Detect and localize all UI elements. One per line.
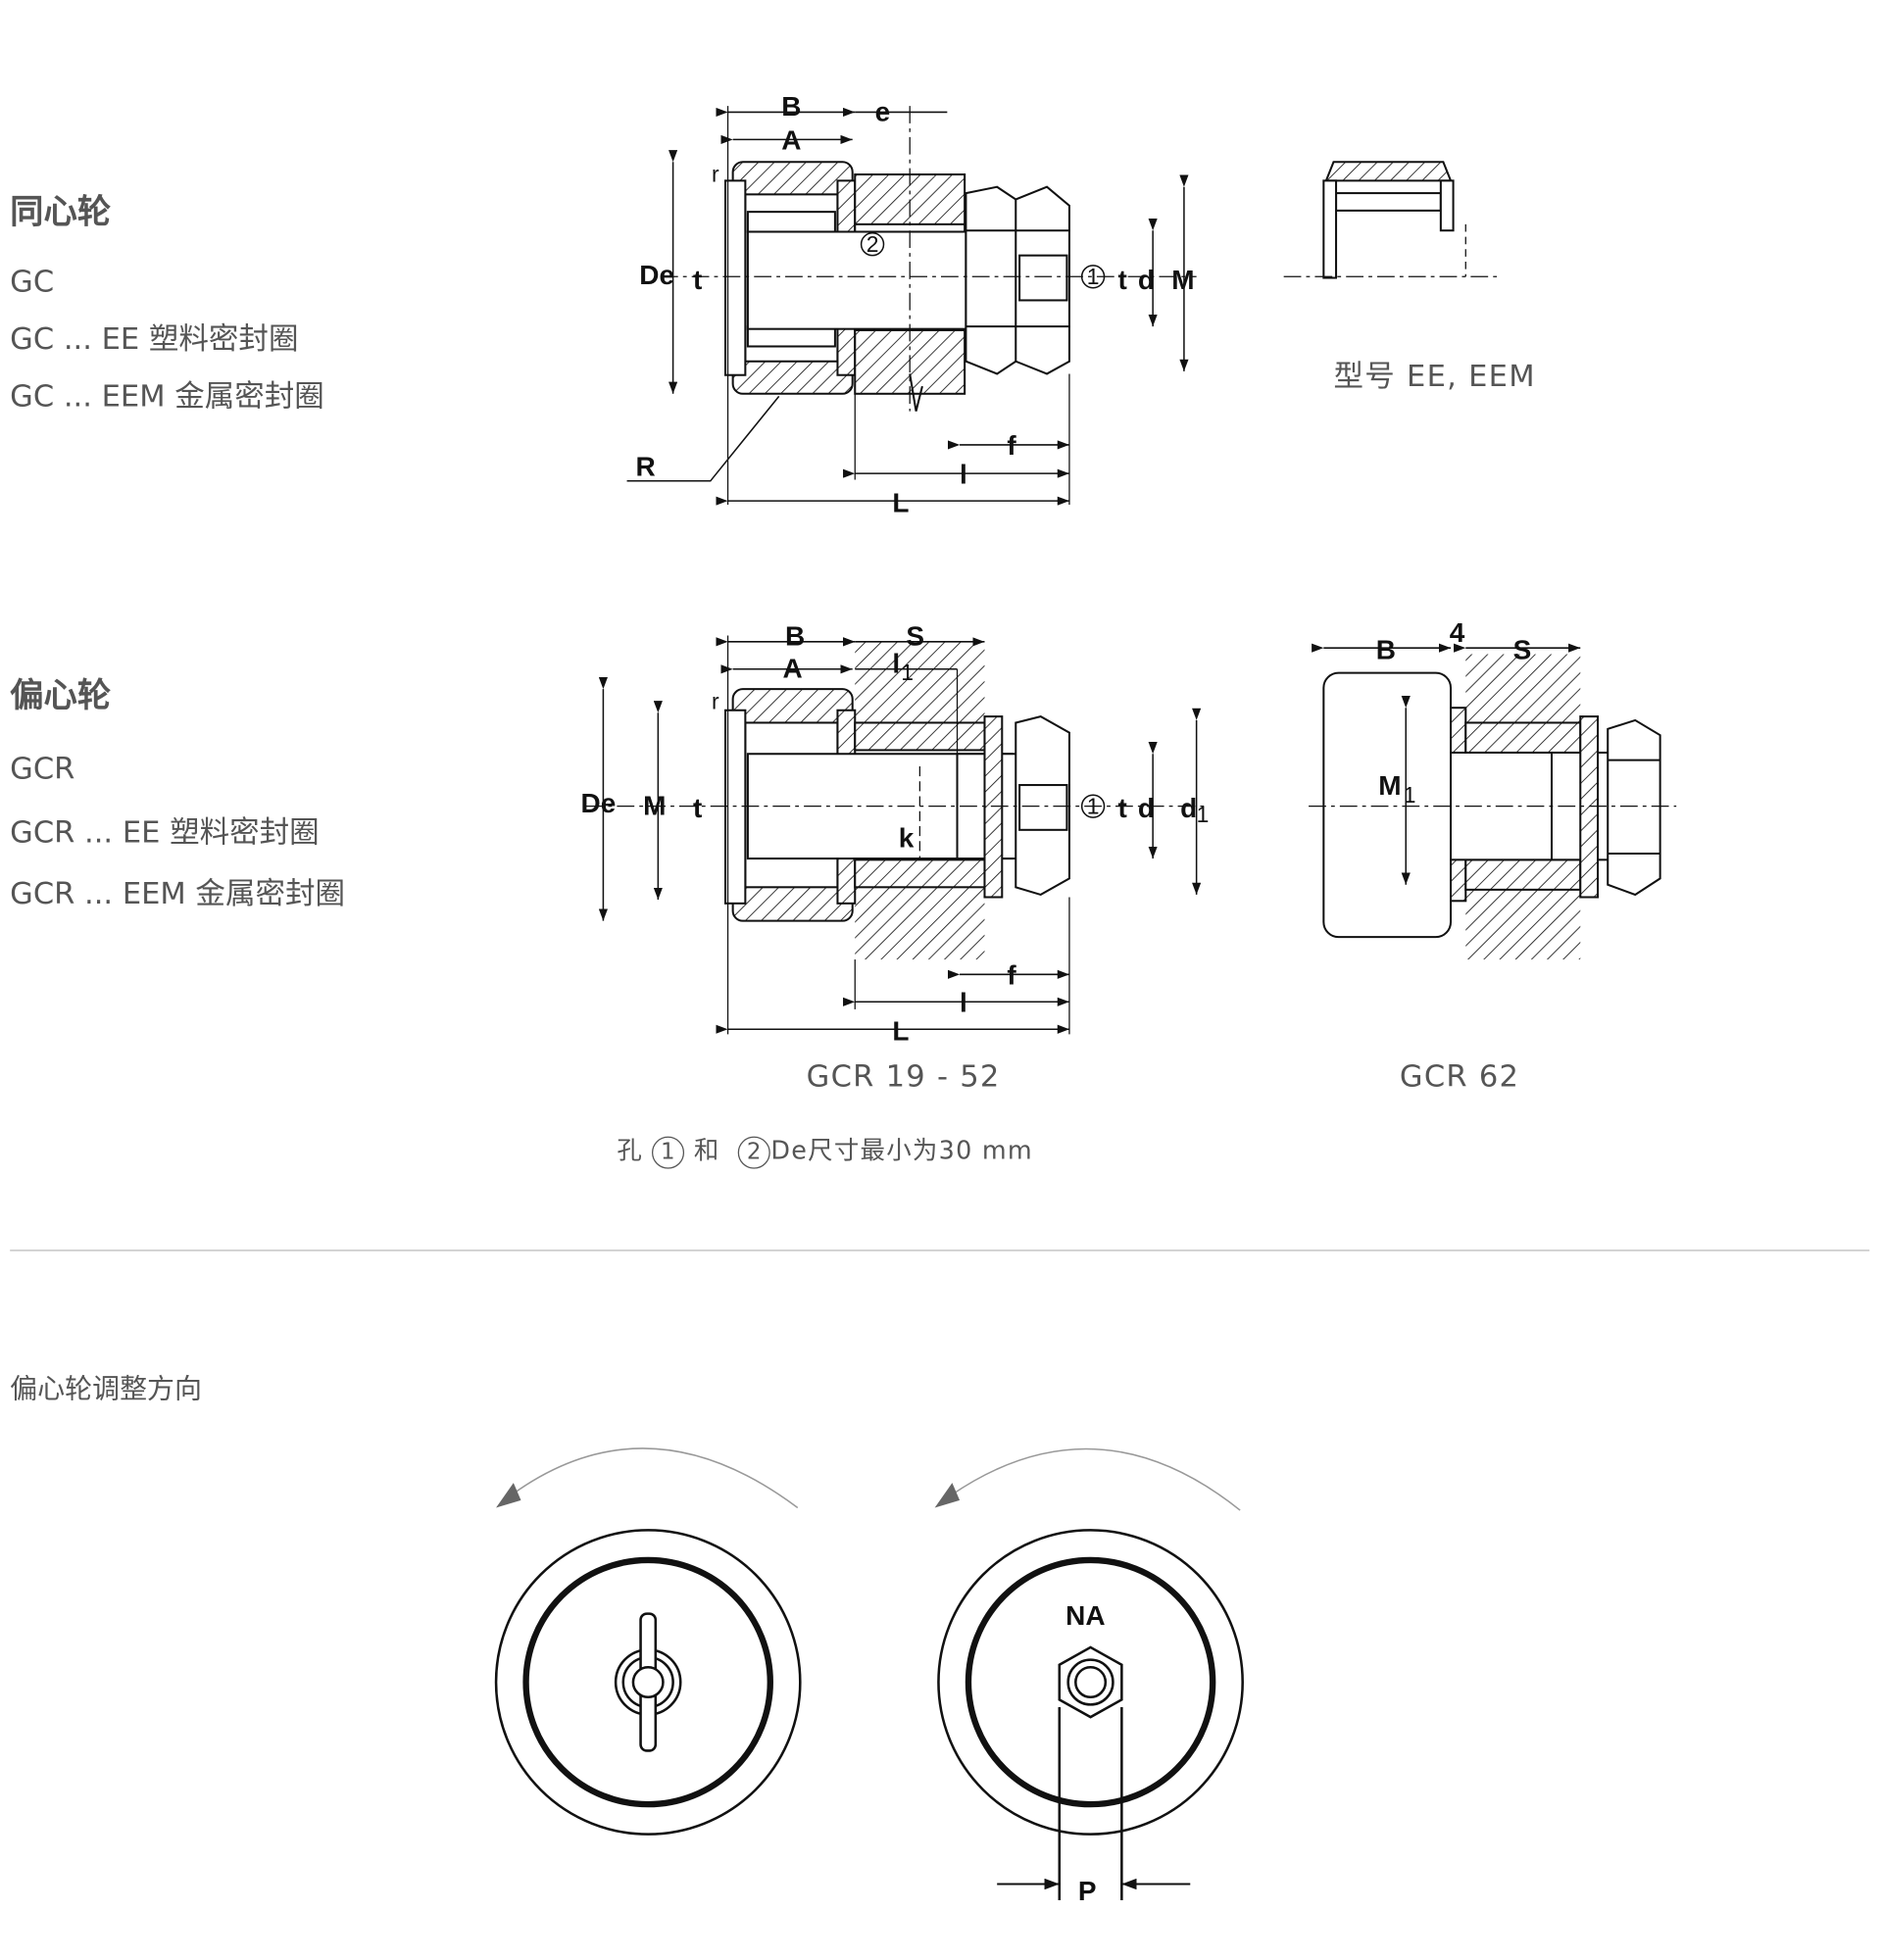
adjust-left-drawing [494,1447,802,1836]
dim-label-L: L [892,1016,909,1047]
eccentric-item: GCR ... EEM 金属密封圈 [10,875,346,911]
dim-label-de: De [639,260,674,290]
gcr62-drawing [1309,643,1677,960]
dim-label-d1: d [1180,793,1197,823]
dim-label-f: f [1007,959,1016,990]
dim-label-l: l [960,459,967,489]
eccentric-labels: B A S l 1 r De M t k 1 t d d 1 f l L [581,621,1210,1047]
rotate-arrow-icon [934,1483,961,1508]
dim-label-r: r [712,688,719,713]
dim-label-m: M [1171,265,1194,295]
adjust-title: 偏心轮调整方向 [10,1374,203,1406]
concentric-labels: B A e r De t 2 1 t d M R f l L [635,91,1194,517]
concentric-drawing [626,106,1197,506]
dim-label-b: B [785,621,805,652]
dim-label-m1: M [1378,770,1401,801]
hole-2-label: 2 [867,231,879,257]
eccentric-drawing [585,635,1210,1035]
dim-label-t: t [1118,265,1127,295]
dim-label-d1-sub: 1 [1197,802,1210,827]
dim-label-t: t [1118,793,1127,823]
dim-label-s: S [906,621,924,652]
dim-label-d: d [1138,793,1155,823]
note-text: 和 [693,1135,720,1165]
dim-label-e: e [875,96,891,126]
circled-number: 1 [652,1136,685,1169]
note-text: 孔 [617,1135,644,1165]
rotate-arrow-icon [496,1483,521,1508]
concentric-item: GC [10,264,55,300]
dim-label-l1-sub: 1 [901,660,914,685]
concentric-title: 同心轮 [10,193,112,232]
dim-label-t: t [693,793,702,823]
dim-label-s: S [1513,635,1532,665]
dim-label-d: d [1138,265,1155,295]
adjust-right-drawing [934,1447,1244,1901]
hole-1-label: 1 [1087,264,1100,289]
concentric-item: GC ... EEM 金属密封圈 [10,378,324,415]
dim-label-r-radius: R [635,452,655,482]
gcr19-52-caption: GCR 19 - 52 [806,1058,1001,1095]
gcr62-labels: B 4 S M 1 [1376,617,1532,808]
eccentric-item: GCR [10,751,75,787]
seal-detail-drawing [1283,161,1503,279]
concentric-item: GC ... EE 塑料密封圈 [10,321,299,357]
note-text: De尺寸最小为30 mm [770,1135,1033,1165]
gcr62-caption: GCR 62 [1399,1058,1520,1095]
na-label: NA [1065,1600,1105,1631]
dim-label-k: k [899,823,915,854]
eccentric-item: GCR ... EE 塑料密封圈 [10,814,320,851]
dim-label-l1: l [892,649,900,679]
dim-label-l: l [960,987,967,1017]
dim-label-m1-sub: 1 [1404,782,1416,808]
seal-type-caption: 型号 EE, EEM [1333,359,1536,394]
dim-label-a: A [781,125,801,156]
dim-label-b: B [1376,635,1396,665]
dim-label-de: De [581,788,617,818]
dim-label-r: r [712,162,719,187]
p-label: P [1078,1876,1097,1906]
circled-number: 2 [738,1136,771,1169]
eccentric-title: 偏心轮 [10,676,112,715]
dim-label-f: f [1007,430,1016,461]
dim-label-m: M [643,791,666,821]
dim-label-4: 4 [1450,617,1465,648]
dim-label-t: t [693,265,702,295]
hole-1-label: 1 [1087,793,1100,818]
dim-label-a: A [783,654,803,684]
dim-label-b: B [781,91,801,122]
dim-label-L: L [892,488,909,518]
